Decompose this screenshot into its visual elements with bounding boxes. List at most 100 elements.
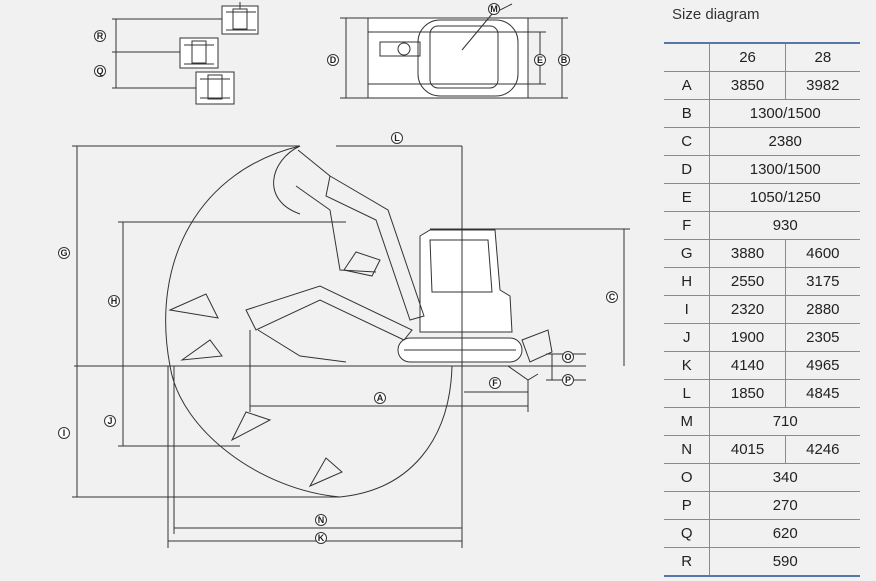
row-value-26: 3880 bbox=[709, 239, 786, 268]
svg-text:C: C bbox=[609, 292, 616, 302]
row-key: J bbox=[664, 323, 711, 352]
label-A: A bbox=[374, 392, 386, 404]
svg-text:N: N bbox=[318, 515, 325, 525]
row-key: A bbox=[664, 71, 711, 100]
row-key: F bbox=[664, 211, 711, 240]
row-key: I bbox=[664, 295, 711, 324]
row-value-28: 4600 bbox=[785, 239, 860, 268]
size-diagram-title: Size diagram bbox=[672, 6, 760, 23]
row-key: E bbox=[664, 183, 711, 212]
svg-text:D: D bbox=[330, 55, 337, 65]
row-value-26: 2550 bbox=[709, 267, 786, 296]
svg-text:M: M bbox=[490, 4, 498, 14]
row-value: 930 bbox=[709, 211, 860, 240]
size-table-header: 26 28 bbox=[664, 42, 860, 72]
svg-text:P: P bbox=[565, 375, 571, 385]
label-O: O bbox=[562, 351, 574, 363]
row-key: M bbox=[664, 407, 711, 436]
label-P: P bbox=[562, 374, 574, 386]
label-B: B bbox=[558, 54, 570, 66]
row-value: 340 bbox=[709, 463, 860, 492]
label-G: G bbox=[58, 247, 70, 259]
row-value-26: 4015 bbox=[709, 435, 786, 464]
label-C: C bbox=[606, 291, 618, 303]
svg-text:L: L bbox=[394, 133, 400, 143]
svg-text:Q: Q bbox=[96, 66, 103, 76]
row-value-26: 1900 bbox=[709, 323, 786, 352]
row-value: 270 bbox=[709, 491, 860, 520]
svg-text:O: O bbox=[564, 352, 571, 362]
svg-text:G: G bbox=[60, 248, 67, 258]
svg-text:H: H bbox=[111, 296, 118, 306]
row-key: G bbox=[664, 239, 711, 268]
label-R: R bbox=[94, 30, 106, 42]
side-view bbox=[72, 145, 630, 548]
svg-text:I: I bbox=[63, 428, 66, 438]
row-value-28: 2880 bbox=[785, 295, 860, 324]
row-value: 590 bbox=[709, 547, 860, 577]
row-value: 1300/1500 bbox=[709, 99, 860, 128]
row-value-28: 3982 bbox=[785, 71, 860, 100]
row-value: 1050/1250 bbox=[709, 183, 860, 212]
row-key: C bbox=[664, 127, 711, 156]
plan-view bbox=[340, 3, 568, 99]
row-key: P bbox=[664, 491, 711, 520]
svg-text:E: E bbox=[537, 55, 543, 65]
excavator-dimension-drawing: R Q M D E B L G H C O P F A J I N K bbox=[58, 2, 630, 548]
svg-text:R: R bbox=[97, 31, 104, 41]
row-key: O bbox=[664, 463, 711, 492]
row-key: B bbox=[664, 99, 711, 128]
row-key: D bbox=[664, 155, 711, 184]
label-E: E bbox=[534, 54, 546, 66]
label-M: M bbox=[488, 3, 500, 15]
label-D: D bbox=[327, 54, 339, 66]
label-F: F bbox=[489, 377, 501, 389]
row-value-28: 4965 bbox=[785, 351, 860, 380]
row-value: 2380 bbox=[709, 127, 860, 156]
row-key: Q bbox=[664, 519, 711, 548]
row-key: R bbox=[664, 547, 711, 577]
label-Q: Q bbox=[94, 65, 106, 77]
row-value-26: 1850 bbox=[709, 379, 786, 408]
row-key: L bbox=[664, 379, 711, 408]
boom-offset-views bbox=[112, 2, 259, 105]
row-value: 710 bbox=[709, 407, 860, 436]
row-key: H bbox=[664, 267, 711, 296]
label-I: I bbox=[58, 427, 70, 439]
svg-text:F: F bbox=[492, 378, 498, 388]
row-value-28: 4845 bbox=[785, 379, 860, 408]
label-K: K bbox=[315, 532, 327, 544]
svg-text:J: J bbox=[107, 416, 112, 426]
row-value-28: 3175 bbox=[785, 267, 860, 296]
row-key: N bbox=[664, 435, 711, 464]
label-H: H bbox=[108, 295, 120, 307]
row-value-28: 2305 bbox=[785, 323, 860, 352]
svg-text:K: K bbox=[318, 533, 325, 543]
header-key-cell bbox=[664, 42, 711, 72]
row-value-28: 4246 bbox=[785, 435, 860, 464]
label-J: J bbox=[104, 415, 116, 427]
label-N: N bbox=[315, 514, 327, 526]
header-model-26: 26 bbox=[709, 42, 786, 72]
row-key: K bbox=[664, 351, 711, 380]
dimension-labels: R Q M D E B L G H C O P F A J I N K bbox=[58, 3, 618, 544]
label-L: L bbox=[391, 132, 403, 144]
row-value-26: 4140 bbox=[709, 351, 786, 380]
